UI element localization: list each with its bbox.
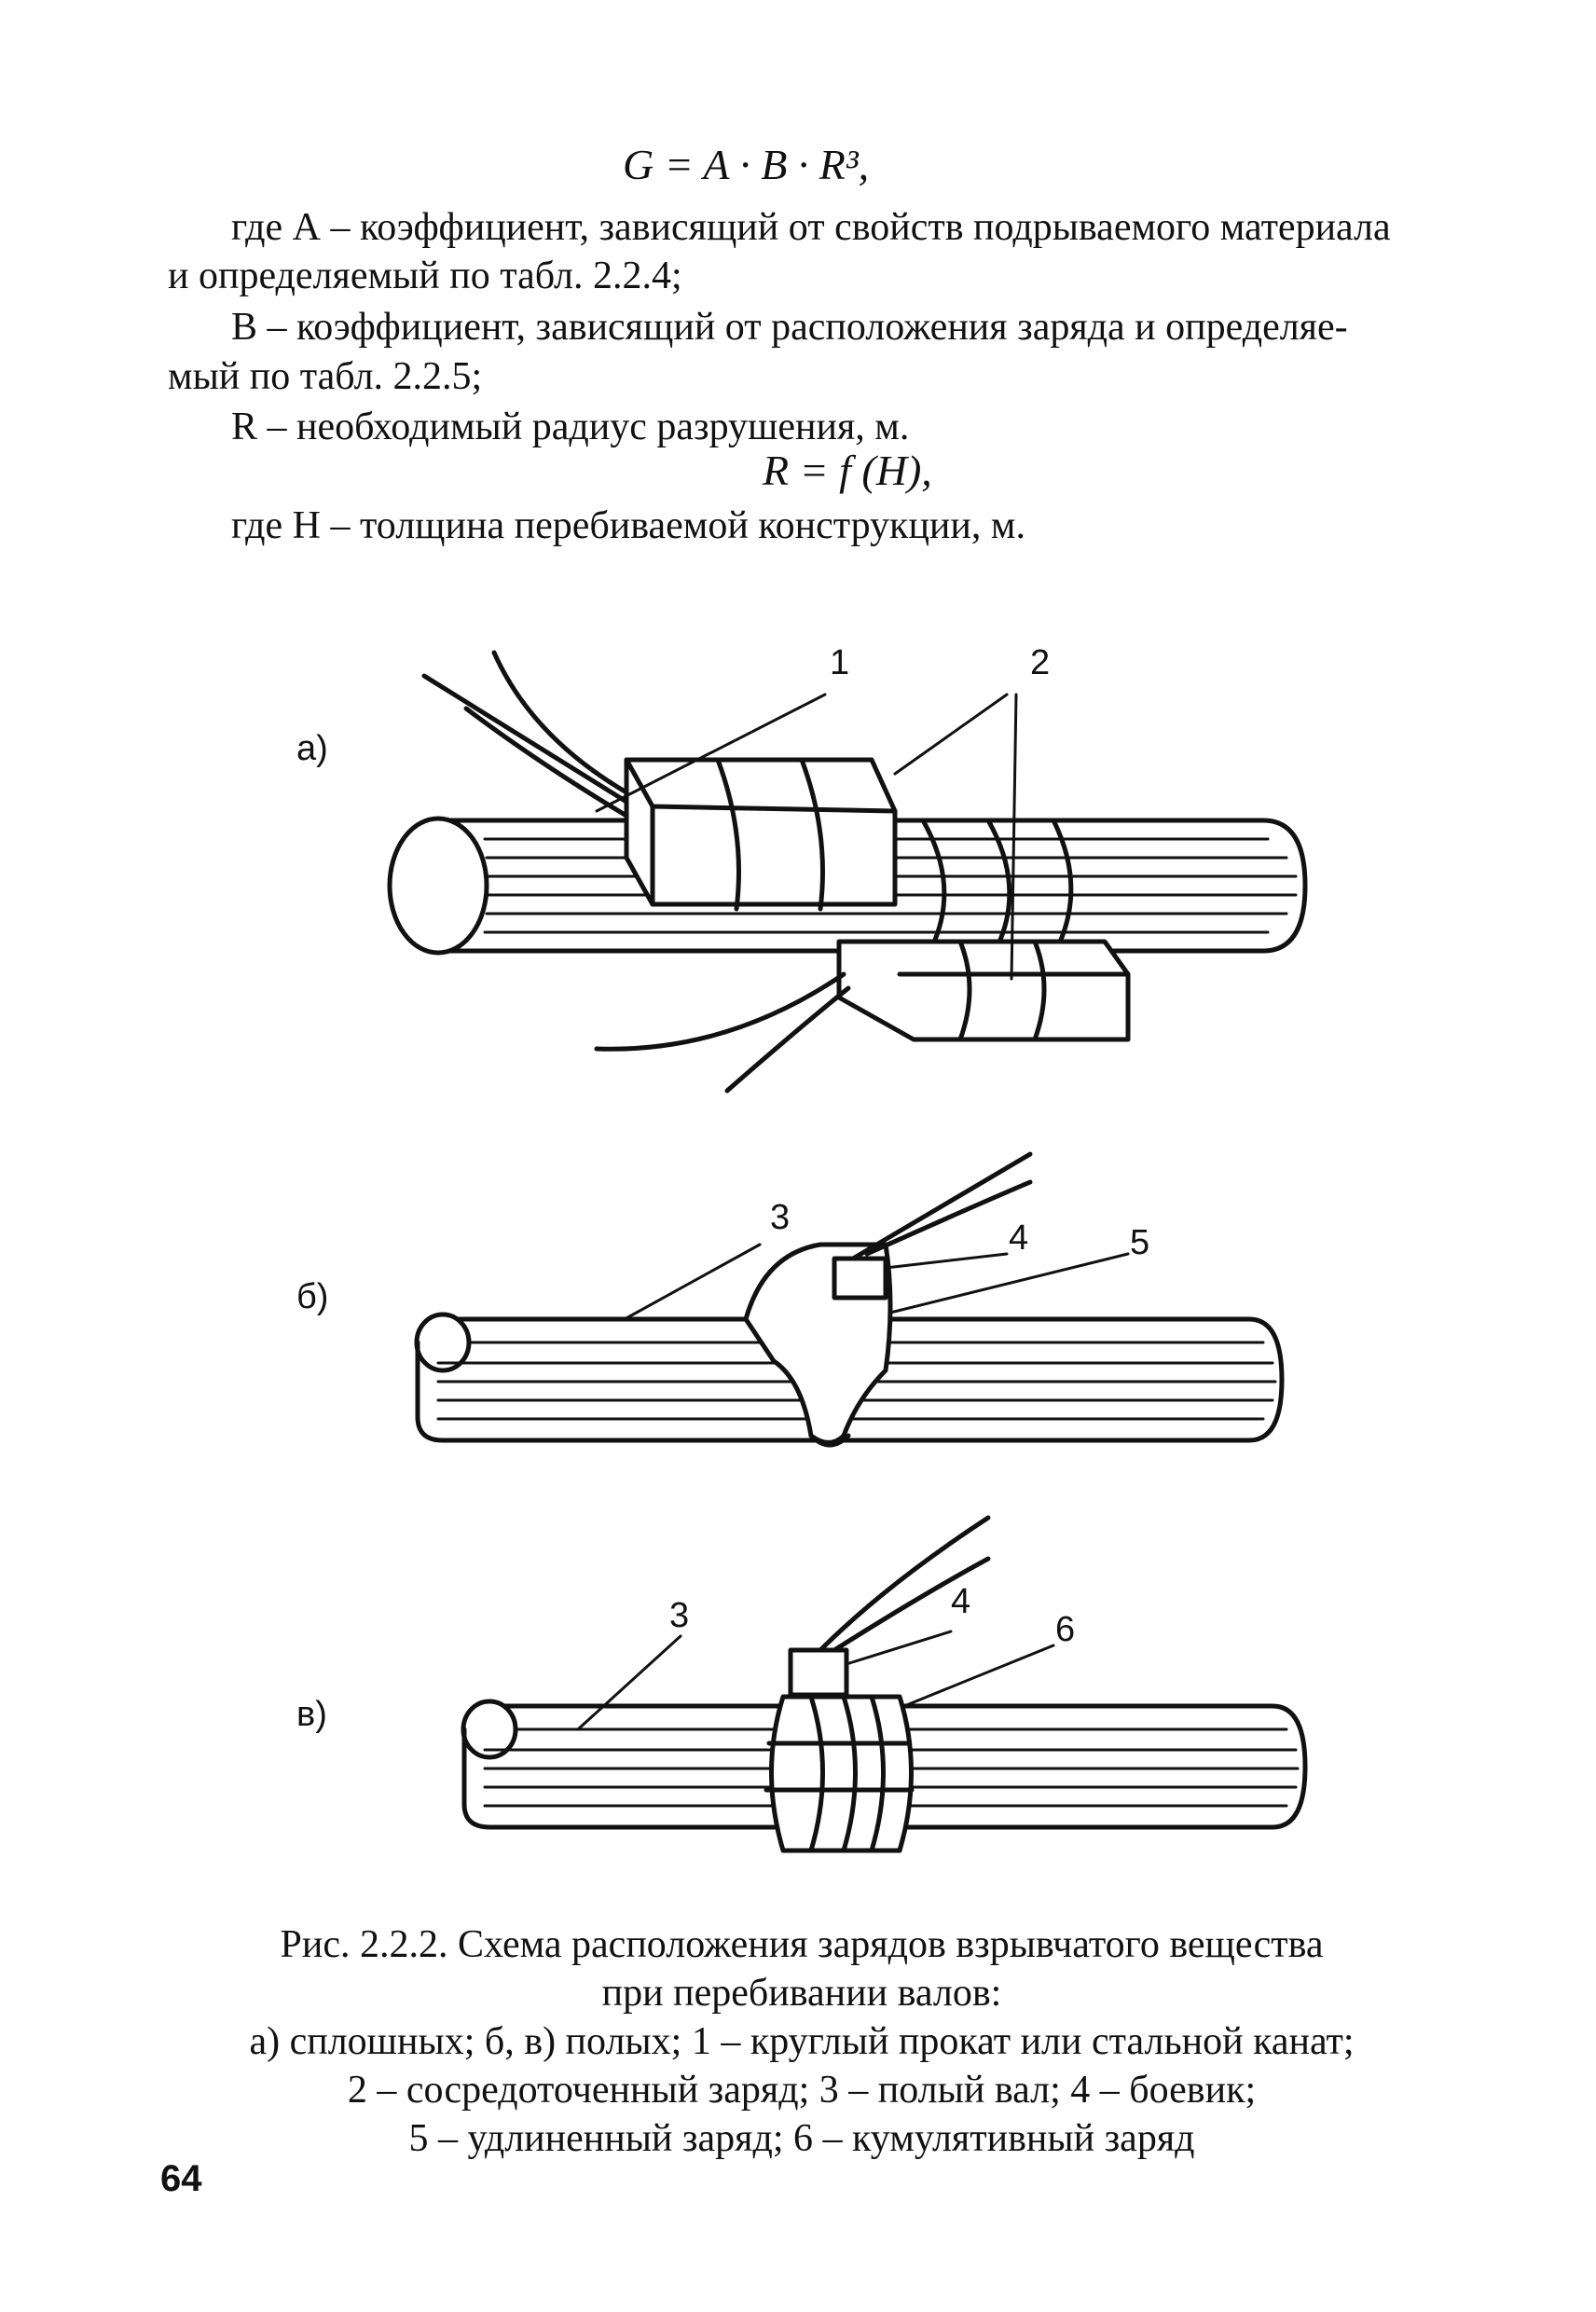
caption-line-2: при перебивании валов: [601, 1972, 1002, 2015]
leader-3-v [576, 1634, 682, 1731]
body-line-2: и определяемый по табл. 2.2.4; [168, 255, 682, 297]
figure-a [387, 650, 1308, 1094]
leader-1 [595, 693, 827, 813]
wire-v-2 [832, 1556, 991, 1653]
wire-top-3 [463, 706, 629, 819]
label-2: 2 [1030, 643, 1051, 682]
cumulative-charge [769, 1694, 914, 1853]
booster-b [832, 1256, 888, 1300]
formula-r: R = f (H), [763, 447, 932, 494]
label-3-v: 3 [669, 1596, 690, 1635]
body-line-1: где А – коэффициент, зависящий от свойст… [231, 206, 1391, 249]
leader-2a [893, 693, 1009, 776]
cumulative-charge-bindings [764, 1694, 915, 1853]
leader-3-b [623, 1243, 762, 1321]
caption-line-3: а) сплошных; б, в) полых; 1 – круглый пр… [249, 2020, 1355, 2063]
leader-6 [902, 1644, 1055, 1708]
leader-4-v [845, 1630, 953, 1666]
caption-line-4: 2 – сосредоточенный заряд; 3 – полый вал… [347, 2069, 1257, 2112]
figure-a-letter: а) [296, 729, 328, 768]
body-line-3: В – коэффициент, зависящий от расположен… [231, 306, 1348, 349]
caption-line-1: Рис. 2.2.2. Схема расположения зарядов в… [280, 1923, 1324, 1966]
hollow-shaft-b [440, 1316, 1285, 1443]
figure-v [461, 1515, 1308, 1853]
leader-2b [1010, 693, 1018, 981]
solid-shaft [435, 818, 1308, 954]
shaft-end-face [387, 816, 489, 956]
figure-b-letter: б) [296, 1277, 329, 1316]
wire-b-1 [850, 1151, 1033, 1261]
leader-4-b [884, 1252, 1009, 1270]
figure-b [414, 1151, 1285, 1448]
label-4-b: 4 [1009, 1218, 1029, 1258]
body-line-4: мый по табл. 2.2.5; [168, 355, 483, 398]
formula-g: G = A · B · R³, [623, 141, 870, 188]
page-number: 64 [160, 2158, 202, 2199]
caption-line-5: 5 – удлиненный заряд; 6 – кумулятивный з… [408, 2117, 1195, 2160]
wire-bottom-2 [724, 985, 851, 1094]
wire-top-2 [491, 650, 629, 795]
label-3-b: 3 [770, 1198, 791, 1237]
body-line-6: где Н – толщина перебиваемой конструкции… [231, 504, 1025, 547]
top-charge [624, 757, 898, 907]
wire-top-1 [421, 673, 629, 805]
wire-v-1 [818, 1515, 991, 1653]
wire-bottom-1 [594, 971, 846, 1052]
bottom-charge [836, 939, 1131, 1042]
label-1: 1 [830, 643, 850, 682]
figure-v-letter: в) [296, 1695, 327, 1734]
label-6: 6 [1055, 1610, 1076, 1649]
body-line-5: R – необходимый радиус разрушения, м. [231, 406, 910, 448]
hollow-shaft-v [487, 1703, 1308, 1830]
label-5: 5 [1130, 1223, 1150, 1262]
top-charge-bindings [715, 757, 825, 912]
leader-5 [888, 1252, 1130, 1314]
label-4-v: 4 [951, 1582, 971, 1621]
rear-binding [892, 818, 1098, 949]
booster-v [788, 1647, 849, 1698]
wire-b-2 [864, 1179, 1033, 1257]
